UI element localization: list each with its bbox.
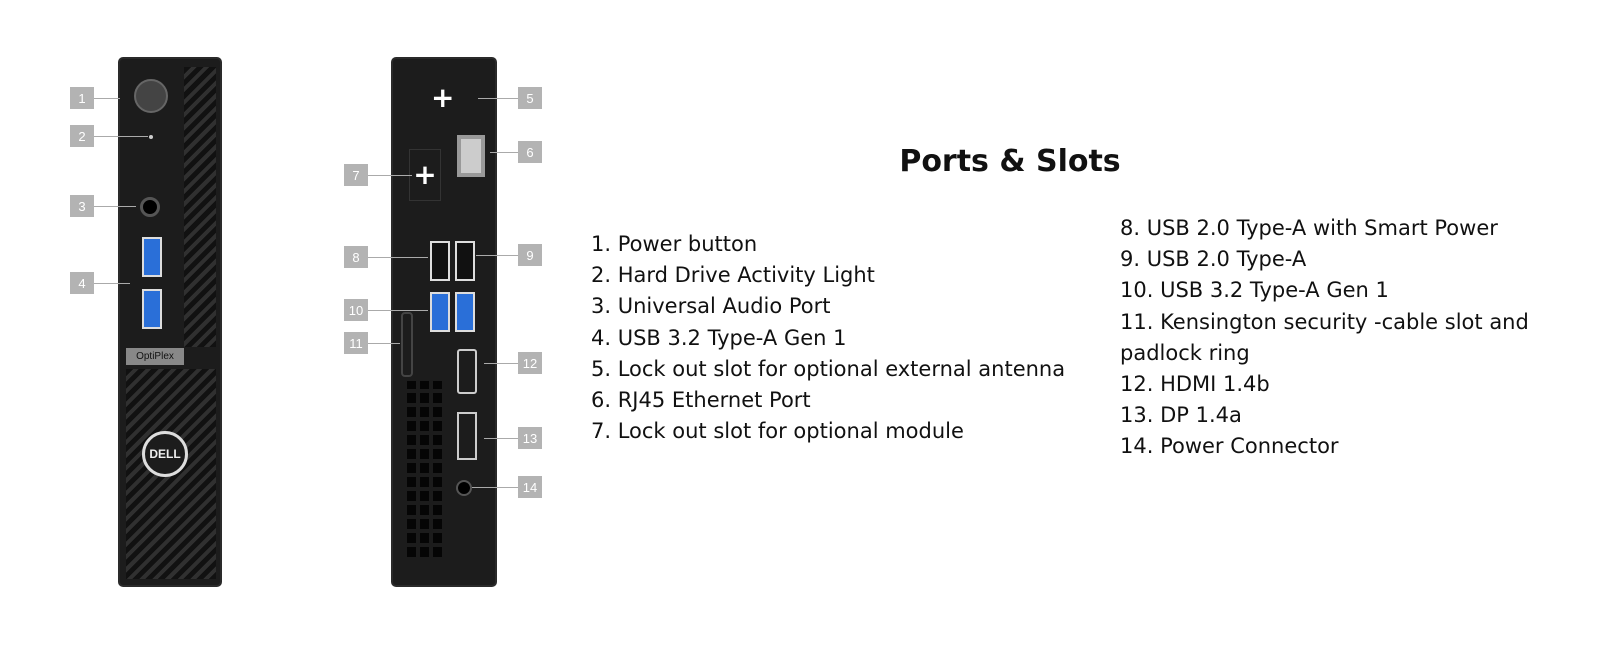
callout-line: [472, 487, 518, 488]
callout-line: [94, 283, 130, 284]
power-connector: [456, 480, 472, 496]
callout-line: [476, 255, 518, 256]
callout-line: [490, 152, 518, 153]
list-item: 13. DP 1.4a: [1120, 403, 1242, 428]
hdmi-port: [457, 349, 477, 394]
list-item: 2. Hard Drive Activity Light: [591, 263, 875, 288]
usb2-port: [455, 241, 475, 281]
ports-list-right: 8. USB 2.0 Type-A with Smart Power 9. USB…: [1120, 213, 1529, 463]
callout-10: 10: [344, 299, 368, 321]
ethernet-port: [457, 135, 485, 177]
hdd-light: [149, 135, 153, 139]
usb2-smart-power-port: [430, 241, 450, 281]
front-vent: [184, 67, 216, 347]
callout-line: [484, 363, 518, 364]
rear-grill: [403, 381, 443, 561]
list-item: 12. HDMI 1.4b: [1120, 372, 1270, 397]
usb-port: [142, 237, 162, 277]
kensington-slot: [401, 312, 413, 377]
callout-line: [94, 206, 136, 207]
list-item: 8. USB 2.0 Type-A with Smart Power: [1120, 216, 1498, 240]
list-item: 10. USB 3.2 Type-A Gen 1: [1120, 278, 1389, 303]
callout-line: [484, 438, 518, 439]
list-item: padlock ring: [1120, 340, 1250, 365]
audio-jack: [140, 197, 160, 217]
list-item: 9. USB 2.0 Type-A: [1120, 247, 1307, 272]
callout-13: 13: [518, 427, 542, 449]
callout-6: 6: [518, 141, 542, 163]
module-slot: +: [409, 149, 441, 201]
page-title: Ports & Slots: [899, 144, 1121, 179]
callout-5: 5: [518, 87, 542, 109]
ports-list-left: 1. Power button 2. Hard Drive Activity Li…: [591, 229, 1065, 447]
callout-line: [94, 98, 120, 99]
callout-2: 2: [70, 125, 94, 147]
displayport: [457, 412, 477, 460]
usb3-port: [430, 292, 450, 332]
callout-line: [368, 175, 412, 176]
list-item: 6. RJ45 Ethernet Port: [591, 388, 811, 413]
list-item: 4. USB 3.2 Type-A Gen 1: [591, 325, 847, 350]
list-item: 7. Lock out slot for optional module: [591, 419, 964, 444]
callout-line: [94, 136, 148, 137]
list-item: 5. Lock out slot for optional external a…: [591, 356, 1066, 381]
list-item: 14. Power Connector: [1120, 434, 1339, 459]
callout-14: 14: [518, 476, 542, 498]
optiplex-label: OptiPlex: [126, 348, 184, 365]
list-item: 3. Universal Audio Port: [591, 294, 831, 319]
list-item: 1. Power button: [591, 232, 758, 256]
callout-4: 4: [70, 272, 94, 294]
back-view-pc: + +: [391, 57, 497, 587]
list-item: 11. Kensington security -cable slot and: [1120, 309, 1529, 334]
front-view-pc: OptiPlex DELL: [118, 57, 222, 587]
callout-11: 11: [344, 332, 368, 354]
usb-port: [142, 289, 162, 329]
callout-line: [368, 343, 400, 344]
usb3-port: [455, 292, 475, 332]
callout-line: [478, 98, 518, 99]
callout-12: 12: [518, 352, 542, 374]
callout-3: 3: [70, 195, 94, 217]
callout-8: 8: [344, 246, 368, 268]
power-button: [134, 79, 168, 113]
dell-logo: DELL: [142, 431, 188, 477]
callout-1: 1: [70, 87, 94, 109]
callout-7: 7: [344, 164, 368, 186]
callout-9: 9: [518, 244, 542, 266]
antenna-slot: +: [431, 81, 455, 114]
callout-line: [368, 257, 428, 258]
callout-line: [368, 310, 428, 311]
